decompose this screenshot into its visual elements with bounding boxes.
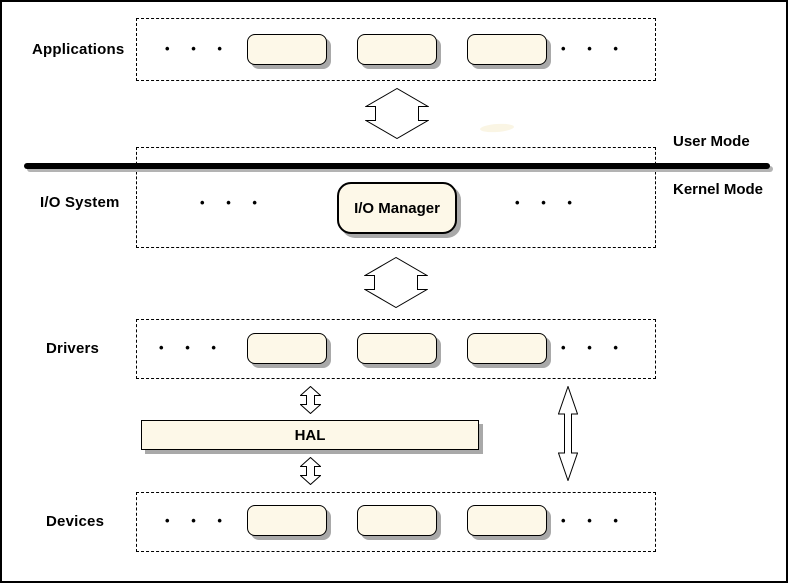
device-box — [247, 505, 327, 536]
double-arrow-hal-devices-icon — [300, 457, 321, 485]
user-mode-label: User Mode — [673, 133, 750, 150]
hal-box: HAL — [141, 420, 479, 450]
double-arrow-drivers-devices-icon — [558, 386, 578, 481]
applications-row-container — [136, 18, 656, 81]
applications-label: Applications — [32, 41, 125, 58]
io-system-label: I/O System — [40, 194, 120, 211]
driver-box — [357, 333, 437, 364]
drivers-row-container — [136, 319, 656, 379]
io-manager-box: I/O Manager — [337, 182, 457, 234]
user-kernel-divider-line — [24, 163, 770, 169]
devices-row-container — [136, 492, 656, 552]
device-box — [467, 505, 547, 536]
devices-label: Devices — [46, 513, 105, 530]
io-manager-label: I/O Manager — [354, 199, 440, 217]
ellipsis-dots: • • • — [561, 41, 627, 56]
ellipsis-dots: • • • — [165, 513, 231, 528]
driver-box — [247, 333, 327, 364]
ellipsis-dots: • • • — [515, 195, 581, 210]
ellipsis-dots: • • • — [159, 340, 225, 355]
application-box — [247, 34, 327, 65]
application-box — [467, 34, 547, 65]
ellipsis-dots: • • • — [561, 340, 627, 355]
ellipsis-dots: • • • — [200, 195, 266, 210]
double-arrow-applications-io-icon — [365, 88, 429, 139]
double-arrow-drivers-hal-icon — [300, 386, 321, 414]
smudge-artifact — [479, 122, 515, 134]
double-arrow-io-drivers-icon — [364, 257, 428, 308]
hal-label: HAL — [294, 426, 326, 444]
kernel-mode-label: Kernel Mode — [673, 181, 764, 198]
drivers-label: Drivers — [46, 340, 100, 357]
driver-box — [467, 333, 547, 364]
io-system-row-container — [136, 147, 656, 248]
ellipsis-dots: • • • — [561, 513, 627, 528]
application-box — [357, 34, 437, 65]
ellipsis-dots: • • • — [165, 41, 231, 56]
device-box — [357, 505, 437, 536]
